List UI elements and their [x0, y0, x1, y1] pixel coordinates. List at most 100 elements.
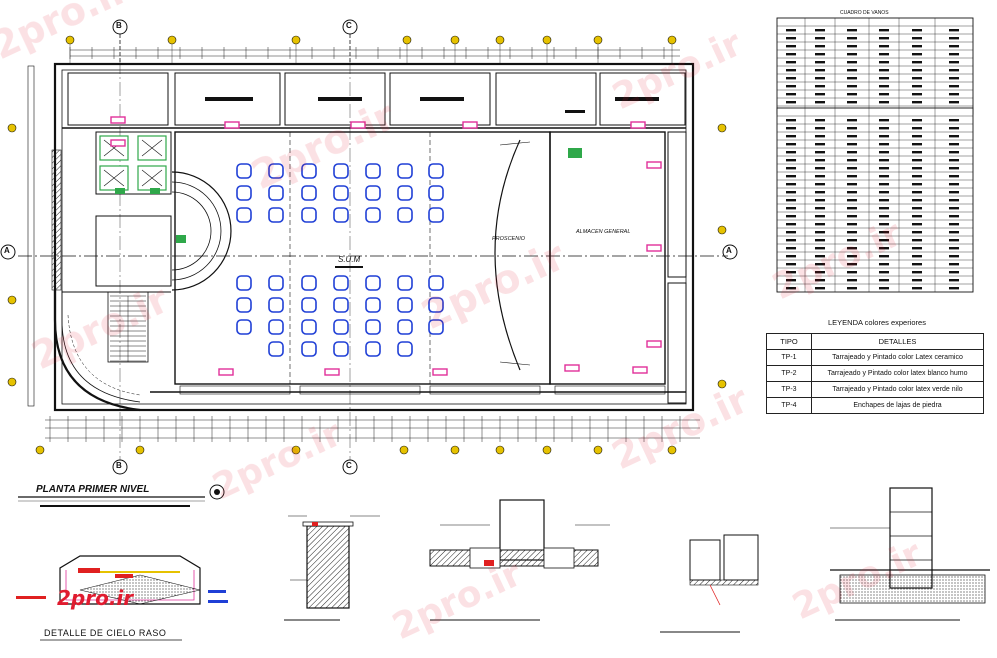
schedule-cell-mark	[949, 167, 959, 170]
seat-icon	[236, 297, 252, 313]
seat-icon	[365, 319, 381, 335]
top-room-labels	[205, 97, 659, 113]
axis-bubble	[717, 379, 727, 389]
legend-table: TIPO DETALLES TP-1 Tarrajeado y Pintado …	[766, 333, 984, 414]
schedule-cell-mark	[912, 53, 922, 56]
seat-icon	[365, 185, 381, 201]
legend-row: TP-4 Enchapes de lajas de piedra	[766, 397, 984, 414]
axis-bubble	[593, 35, 603, 45]
wall-detail-1	[284, 515, 380, 621]
schedule-title: CUADRO DE VANOS	[840, 10, 889, 16]
legend-row: TP-3 Tarrajeado y Pintado color latex ve…	[766, 381, 984, 398]
schedule-cell-mark	[815, 167, 825, 170]
schedule-cell-mark	[912, 223, 922, 226]
room-label-sum-underline	[335, 266, 363, 268]
axis-bubble	[593, 445, 603, 455]
schedule-cell-mark	[847, 143, 857, 146]
schedule-cell-mark	[949, 263, 959, 266]
legend-title: LEYENDA colores experiores	[828, 318, 926, 327]
schedule-cell-mark	[847, 77, 857, 80]
axis-bubble	[7, 377, 17, 387]
svg-text:2pro.ir: 2pro.ir	[0, 0, 135, 68]
seat-icon	[397, 163, 413, 179]
schedule-cell-mark	[879, 215, 889, 218]
seat-icon	[428, 319, 444, 335]
seat-icon	[428, 275, 444, 291]
schedule-cell-mark	[815, 279, 825, 282]
axis-bubble	[495, 445, 505, 455]
legend-detalle: Tarrajeado y Pintado color Latex ceramic…	[811, 349, 984, 366]
seat-icon	[397, 341, 413, 357]
finish-tag	[224, 121, 240, 129]
schedule-cell-mark	[912, 29, 922, 32]
schedule-cell-mark	[815, 183, 825, 186]
schedule-cell-mark	[815, 239, 825, 242]
seat-icon	[236, 207, 252, 223]
axis-bubble	[450, 35, 460, 45]
wall-detail-2	[429, 499, 610, 621]
seat-icon	[268, 341, 284, 357]
schedule-cell-mark	[879, 199, 889, 202]
schedule-cell-mark	[786, 151, 796, 154]
schedule-cell-mark	[815, 199, 825, 202]
schedule-cell-mark	[912, 135, 922, 138]
seat-icon	[268, 163, 284, 179]
schedule-cell-mark	[847, 159, 857, 162]
ceiling-detail	[16, 555, 228, 605]
schedule-cell-mark	[879, 247, 889, 250]
proscenium-curve	[494, 139, 531, 371]
schedule-cell-mark	[847, 279, 857, 282]
schedule-cell-mark	[879, 271, 889, 274]
schedule-cell-mark	[949, 93, 959, 96]
schedule-cell-mark	[912, 101, 922, 104]
axis-bubble	[542, 35, 552, 45]
schedule-cell-mark	[786, 85, 796, 88]
schedule-cell-mark	[847, 231, 857, 234]
schedule-cell-mark	[815, 271, 825, 274]
ceiling-detail-brand: 2pro.ir	[57, 586, 134, 610]
legend-row: TP-2 Tarrajeado y Pintado color latex bl…	[766, 365, 984, 382]
schedule-cell-mark	[847, 45, 857, 48]
schedule-cell-mark	[786, 207, 796, 210]
schedule-cell-mark	[786, 215, 796, 218]
finish-tag	[462, 121, 478, 129]
schedule-cell-mark	[912, 231, 922, 234]
svg-text:2pro.ir: 2pro.ir	[415, 233, 573, 339]
legend-tipo: TP-4	[766, 397, 812, 414]
schedule-cell-mark	[949, 61, 959, 64]
schedule-cell-mark	[786, 175, 796, 178]
schedule-cell-mark	[879, 143, 889, 146]
schedule-cell-mark	[815, 93, 825, 96]
seat-icon	[365, 275, 381, 291]
seat-icon	[333, 207, 349, 223]
foundation-detail	[830, 487, 990, 621]
svg-text:2pro.ir: 2pro.ir	[386, 553, 528, 648]
legend-col-tipo: TIPO	[766, 333, 812, 350]
schedule-cell-mark	[786, 77, 796, 80]
seat-icon	[236, 319, 252, 335]
staircase	[110, 295, 146, 362]
schedule-cell-mark	[815, 263, 825, 266]
schedule-cell-mark	[815, 135, 825, 138]
ceiling-detail-title: DETALLE DE CIELO RASO	[44, 628, 166, 638]
seat-icon	[301, 341, 317, 357]
schedule-cell-mark	[879, 135, 889, 138]
schedule-cell-mark	[847, 93, 857, 96]
axis-bubbles-right	[717, 123, 727, 389]
schedule-cell-mark	[879, 77, 889, 80]
finish-tag	[110, 116, 126, 124]
finish-tag	[630, 121, 646, 129]
schedule-cell-mark	[815, 85, 825, 88]
seat-icon	[428, 207, 444, 223]
schedule-cell-mark	[912, 77, 922, 80]
schedule-cell-mark	[912, 61, 922, 64]
axis-bubble	[291, 35, 301, 45]
finish-tag	[432, 368, 448, 376]
schedule-cell-mark	[847, 263, 857, 266]
axis-bubble	[135, 445, 145, 455]
wall-detail-3	[660, 534, 759, 633]
schedule-cell-mark	[912, 45, 922, 48]
seat-icon	[397, 185, 413, 201]
schedule-cell-mark	[912, 239, 922, 242]
plan-title: PLANTA PRIMER NIVEL	[36, 484, 149, 495]
